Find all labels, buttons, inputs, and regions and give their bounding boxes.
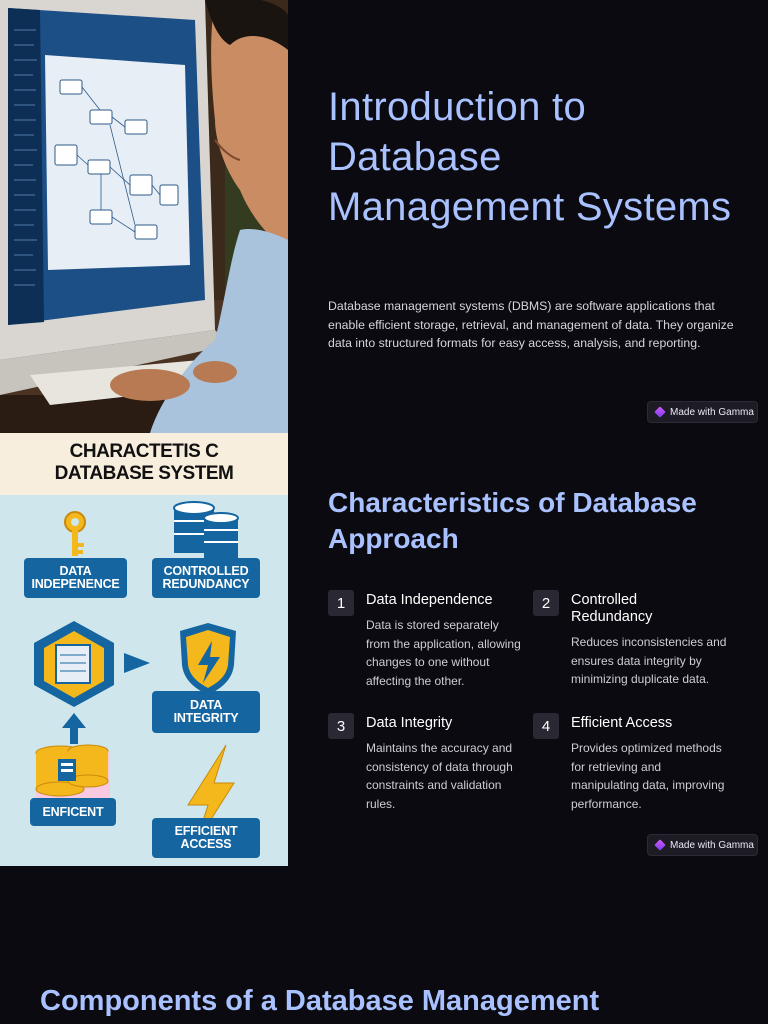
slide-title: Characteristics of Database Approach [328, 487, 697, 554]
chip-label: CONTROLLED [163, 564, 249, 578]
feature-number: 1 [328, 590, 354, 616]
slide-components: Components of a Database Management [0, 866, 768, 1024]
slide-characteristics: CHARACTETIS C DATABASE SYSTEM [0, 433, 768, 866]
badge-label: Made with Gamma [670, 406, 754, 418]
chip-enficent: ENFICENT [30, 798, 116, 826]
server-hexagon-icon [34, 621, 114, 707]
chip-label: EFFICIENT [174, 824, 238, 838]
feature-title: Data Independence [366, 592, 493, 608]
arrow-right-icon [124, 653, 150, 673]
chip-label: INTEGRITY [173, 711, 239, 725]
chip-label: DATA [59, 564, 92, 578]
key-icon [64, 511, 86, 556]
feature-description: Provides optimized methods for retrievin… [571, 741, 725, 811]
feature-number: 2 [533, 590, 559, 616]
chip-label: ENFICENT [42, 804, 104, 819]
feature-description: Maintains the accuracy and consistency o… [366, 741, 513, 811]
person-at-computer-photo [0, 0, 288, 433]
shield-lightning-icon [180, 623, 236, 695]
made-with-gamma-badge[interactable]: Made with Gamma [647, 401, 758, 423]
infographic-graphics [34, 501, 239, 844]
database-stack-icon [173, 501, 239, 558]
infographic-heading-line-1: CHARACTETIS C [69, 441, 219, 462]
feature-description: Reduces inconsistencies and ensures data… [571, 635, 727, 686]
slide-title: Components of a Database Management [40, 985, 600, 1017]
photo-illustration [0, 0, 288, 433]
chip-label: DATA [189, 698, 223, 712]
feature-number: 3 [328, 713, 354, 739]
chip-label: INDEPENENCE [31, 577, 120, 591]
feature-title: Controlled Redundancy [571, 592, 653, 625]
infographic-heading-line-2: DATABASE SYSTEM [54, 463, 234, 484]
feature-description: Data is stored separately from the appli… [366, 618, 521, 688]
feature-title: Data Integrity [366, 715, 453, 731]
gold-database-icon [35, 744, 110, 799]
badge-label: Made with Gamma [670, 839, 754, 851]
slide-description: Database management systems (DBMS) are s… [328, 299, 734, 351]
chip-label: ACCESS [180, 837, 232, 851]
slide-introduction: Introduction to Database Management Syst… [0, 0, 768, 433]
arrow-up-icon [62, 713, 86, 744]
gamma-logo-icon [654, 406, 666, 418]
gamma-logo-icon [654, 839, 666, 851]
slide-title: Introduction to Database Management Syst… [328, 85, 732, 229]
characteristics-infographic: CHARACTETIS C DATABASE SYSTEM [0, 433, 288, 866]
infographic-heading: CHARACTETIS C DATABASE SYSTEM [0, 433, 288, 495]
feature-title: Efficient Access [571, 715, 673, 731]
feature-number: 4 [533, 713, 559, 739]
chip-label: REDUNDANCY [162, 577, 250, 591]
made-with-gamma-badge[interactable]: Made with Gamma [647, 834, 758, 856]
